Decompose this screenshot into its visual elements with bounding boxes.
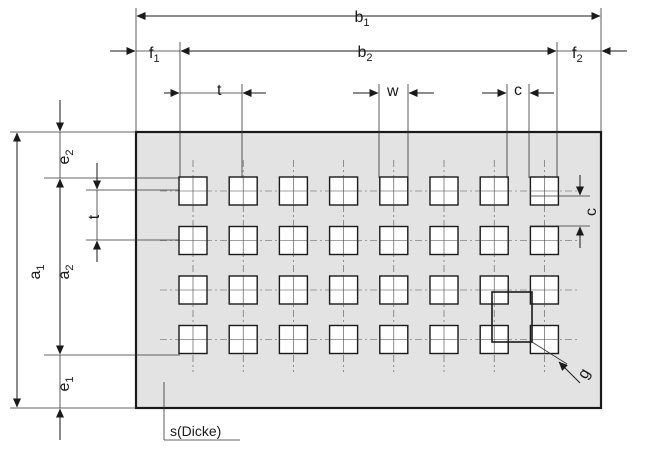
b2-label-sub: 2 xyxy=(366,52,372,64)
f2-label-base: f xyxy=(572,45,577,62)
e2-label-sub: 2 xyxy=(64,149,76,155)
a1-label: a1 xyxy=(27,264,47,279)
a2-label-base: a xyxy=(56,271,73,280)
f1-label: f1 xyxy=(149,45,160,65)
b1-label: b1 xyxy=(354,9,369,29)
a1-label-sub: 1 xyxy=(35,264,47,270)
a2-label-sub: 2 xyxy=(64,264,76,270)
b2-label: b2 xyxy=(357,44,372,64)
w-label: w xyxy=(386,83,399,100)
t-top-label: t xyxy=(217,82,222,99)
b1-label-base: b xyxy=(354,9,363,26)
e1-label-base: e xyxy=(56,383,73,392)
left-extension-lines xyxy=(10,131,180,409)
plate xyxy=(134,130,603,410)
g-leader xyxy=(531,341,568,365)
t-left-label: t xyxy=(86,214,103,219)
g-arrow xyxy=(558,361,581,384)
diagonal-pitch-frame xyxy=(491,291,533,343)
f2-label: f2 xyxy=(572,45,583,65)
b1-label-sub: 1 xyxy=(363,17,369,29)
c-right-label: c xyxy=(583,208,600,216)
f1-label-sub: 1 xyxy=(153,53,159,65)
top-extension-lines xyxy=(135,8,602,178)
thickness-label: s(Dicke) xyxy=(170,423,221,439)
f1-label-base: f xyxy=(149,45,154,62)
a1-label-base: a xyxy=(27,271,44,280)
e2-label-base: e xyxy=(56,156,73,165)
a2-label: a2 xyxy=(56,264,76,279)
f2-label-sub: 2 xyxy=(576,53,582,65)
b2-label-base: b xyxy=(357,44,366,61)
e1-label: e1 xyxy=(56,376,76,391)
e2-label: e2 xyxy=(56,149,76,164)
c-top-label: c xyxy=(514,82,522,99)
hole-grid xyxy=(178,176,560,355)
e1-label-sub: 1 xyxy=(64,376,76,382)
